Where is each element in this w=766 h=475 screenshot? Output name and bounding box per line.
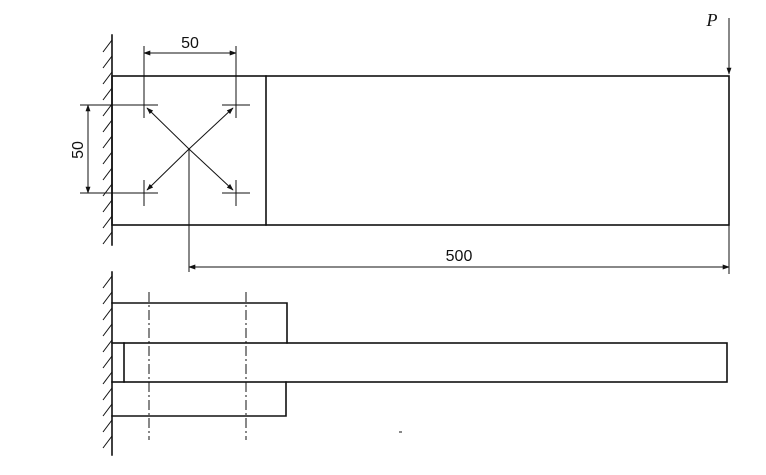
dim-label-horizontal-50: 50 (181, 35, 199, 52)
side-plate-top (111, 302, 288, 344)
wall-hatching-side (102, 275, 113, 449)
load-label: P (706, 10, 718, 30)
dim-horizontal-50: 50 (143, 35, 237, 92)
bolt-force-diagonals (146, 107, 234, 191)
dim-vertical-50: 50 (70, 104, 130, 194)
bolt-centers (130, 92, 250, 206)
dim-label-vertical-50: 50 (70, 141, 87, 159)
side-view (102, 271, 728, 456)
dim-arm-500: 500 (188, 225, 730, 274)
arm-front-outline (111, 75, 730, 226)
wall-hatching-front (102, 39, 113, 245)
front-view: 50 50 500 P (70, 10, 732, 274)
load-p: P (706, 10, 732, 75)
arm-side-outline (123, 342, 728, 383)
dim-label-500: 500 (446, 248, 473, 265)
side-plate-bottom (111, 381, 287, 417)
